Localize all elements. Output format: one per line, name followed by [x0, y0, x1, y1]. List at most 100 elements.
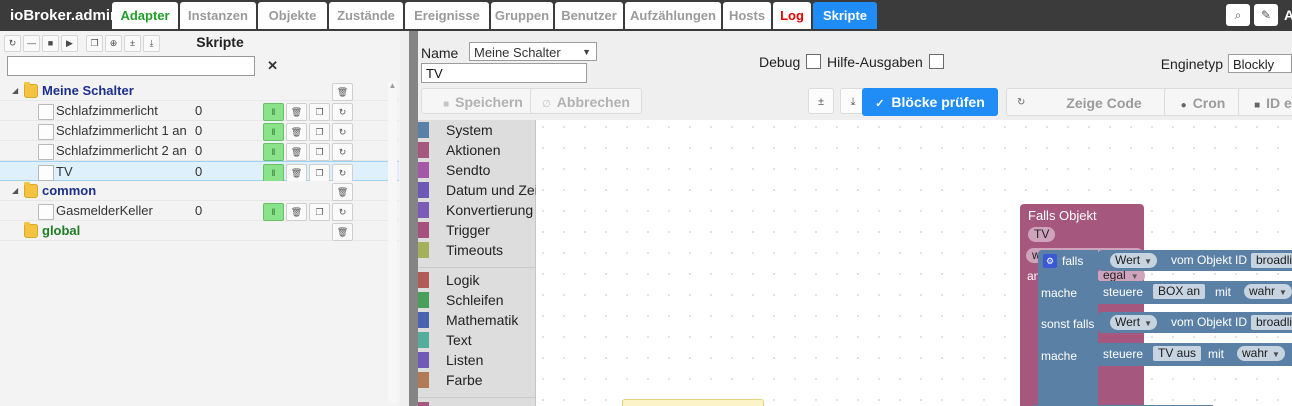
restart-script-button[interactable]: ↻	[332, 143, 353, 161]
delete-script-button[interactable]: 🗑	[332, 83, 353, 101]
toolbox-category-aktionen[interactable]: Aktionen	[418, 140, 535, 160]
pause-script-button[interactable]: ‖	[263, 203, 284, 221]
delete-script-button[interactable]: 🗑	[286, 143, 307, 161]
field-condition2-mode[interactable]: Wert▼	[1110, 315, 1158, 330]
field-action1-target[interactable]: BOX an	[1153, 284, 1206, 299]
block-action-1[interactable]: steuere BOX an mit wahr▼ mit Verzögerung	[1089, 281, 1292, 304]
block-condition-2[interactable]: Wert▼ vom Objekt ID broadlink.2.learnedS…	[1098, 312, 1292, 333]
engine-type-select[interactable]: Blockly	[1228, 54, 1292, 73]
tree-folder-row[interactable]: ◢common🗑	[0, 181, 399, 201]
toolbox-category-trigger[interactable]: Trigger	[418, 220, 535, 240]
edit-pencil-icon[interactable]: ✎	[1254, 4, 1278, 26]
field-action2-value[interactable]: wahr▼	[1237, 346, 1285, 361]
sidebar-scrollbar[interactable]: ▲	[388, 81, 397, 403]
pause-script-button[interactable]: ‖	[263, 103, 284, 121]
toolbox-category-listen[interactable]: Listen	[418, 350, 535, 370]
nav-tab-zust-nde[interactable]: Zustände	[329, 2, 403, 29]
field-object-id[interactable]: TV	[1028, 227, 1056, 242]
nav-tab-log[interactable]: Log	[773, 2, 811, 29]
gear-icon[interactable]: ⚙	[1043, 254, 1057, 268]
import-button[interactable]: ⤓	[143, 35, 160, 52]
toolbox-category-system[interactable]: System	[418, 120, 535, 140]
toolbox-category-text[interactable]: Text	[418, 330, 535, 350]
expand-arrow-icon[interactable]: ◢	[12, 86, 19, 95]
nav-tab-adapter[interactable]: Adapter	[112, 2, 178, 29]
folder-closed-button[interactable]: ■	[42, 35, 59, 52]
block-action-2[interactable]: steuere TV aus mit wahr▼ mit Verzögerung	[1089, 343, 1292, 366]
copy-script-button[interactable]: ❐	[309, 103, 330, 121]
toolbox-category-schleifen[interactable]: Schleifen	[418, 290, 535, 310]
id-button[interactable]: ■ID e	[1238, 88, 1292, 116]
toolbox-category-timeouts[interactable]: Timeouts	[418, 240, 535, 260]
search-icon[interactable]: ⌕	[1226, 4, 1250, 26]
add-button[interactable]: ⊕	[105, 35, 122, 52]
toolbox-category-sendto[interactable]: Sendto	[418, 160, 535, 180]
field-condition1-mode[interactable]: Wert▼	[1110, 253, 1158, 268]
tree-folder-row[interactable]: ◢Meine Schalter🗑	[0, 81, 399, 101]
field-condition2-object-id[interactable]: broadlink.2.learnedSignals.000000.TV	[1251, 315, 1292, 330]
delete-script-button[interactable]: 🗑	[286, 103, 307, 121]
toolbox-category-mathematik[interactable]: Mathematik	[418, 310, 535, 330]
delete-script-button[interactable]: 🗑	[332, 183, 353, 201]
toolbox-category-konvertierung[interactable]: Konvertierung	[418, 200, 535, 220]
folder-select[interactable]: Meine Schalter ▼	[469, 42, 597, 61]
new-script-button[interactable]: ❐	[86, 35, 103, 52]
delete-script-button[interactable]: 🗑	[286, 164, 307, 182]
pause-script-button[interactable]: ‖	[263, 123, 284, 141]
collapse-all-button[interactable]: —	[23, 35, 40, 52]
cron-button[interactable]: ●Cron	[1164, 88, 1242, 116]
check-blocks-button[interactable]: ✓Blöcke prüfen	[862, 88, 998, 116]
blockly-workspace[interactable]: Falls Objekt TV wurde aktulaisiert▼ aner…	[536, 120, 1292, 406]
restart-script-button[interactable]: ↻	[332, 123, 353, 141]
help-output-checkbox[interactable]	[928, 54, 944, 69]
copy-script-button[interactable]: ❐	[309, 203, 330, 221]
export-button[interactable]: ±	[124, 35, 141, 52]
folder-open-button[interactable]: ▶	[61, 35, 78, 52]
scroll-up-icon[interactable]: ▲	[388, 81, 397, 90]
block-condition-1[interactable]: Wert▼ vom Objekt ID broadlink.2.learnedS…	[1098, 250, 1292, 271]
panel-splitter[interactable]	[409, 31, 418, 406]
nav-tab-gruppen[interactable]: Gruppen	[491, 2, 553, 29]
nav-tab-skripte[interactable]: Skripte	[813, 2, 877, 29]
restart-script-button[interactable]: ↻	[332, 103, 353, 121]
export-blocks-button[interactable]: ±	[808, 88, 834, 114]
nav-tab-aufz-hlungen[interactable]: Aufzählungen	[625, 2, 721, 29]
debug-checkbox[interactable]	[806, 54, 822, 69]
nav-tab-ereignisse[interactable]: Ereignisse	[405, 2, 489, 29]
save-button[interactable]: ■Speichern	[421, 88, 545, 114]
cancel-button[interactable]: ∅Abbrechen	[530, 88, 642, 114]
field-condition1-object-id[interactable]: broadlink.2.learnedSignals.000000.TV	[1251, 253, 1292, 268]
search-input[interactable]	[7, 56, 255, 76]
field-action2-target[interactable]: TV aus	[1153, 346, 1202, 361]
script-name-input[interactable]: TV	[421, 63, 587, 83]
toolbox-category-datum-und-zeit[interactable]: Datum und Zeit	[418, 180, 542, 200]
nav-tab-hosts[interactable]: Hosts	[723, 2, 771, 29]
block-if-else[interactable]: ⚙ falls mache sonst falls mache	[1038, 250, 1098, 406]
copy-script-button[interactable]: ❐	[309, 164, 330, 182]
expand-arrow-icon[interactable]: ◢	[12, 186, 19, 195]
copy-script-button[interactable]: ❐	[309, 123, 330, 141]
field-action1-value[interactable]: wahr▼	[1244, 284, 1292, 299]
import-blocks-button[interactable]: ⤓	[840, 88, 866, 114]
toolbox-category-partial[interactable]	[418, 400, 535, 406]
nav-tab-benutzer[interactable]: Benutzer	[555, 2, 623, 29]
delete-script-button[interactable]: 🗑	[332, 223, 353, 241]
delete-script-button[interactable]: 🗑	[286, 203, 307, 221]
nav-tab-instanzen[interactable]: Instanzen	[180, 2, 256, 29]
clear-search-icon[interactable]: ✕	[267, 58, 279, 73]
toolbox-category-farbe[interactable]: Farbe	[418, 370, 535, 390]
copy-script-button[interactable]: ❐	[309, 143, 330, 161]
tree-folder-row[interactable]: global🗑	[0, 221, 399, 241]
restart-script-button[interactable]: ↻	[332, 203, 353, 221]
block-comment-partial[interactable]	[622, 399, 764, 406]
restart-script-button[interactable]: ↻	[332, 164, 353, 182]
field-ack-value[interactable]: egal▼	[1097, 268, 1145, 283]
delete-script-button[interactable]: 🗑	[286, 123, 307, 141]
nav-tab-objekte[interactable]: Objekte	[258, 2, 327, 29]
